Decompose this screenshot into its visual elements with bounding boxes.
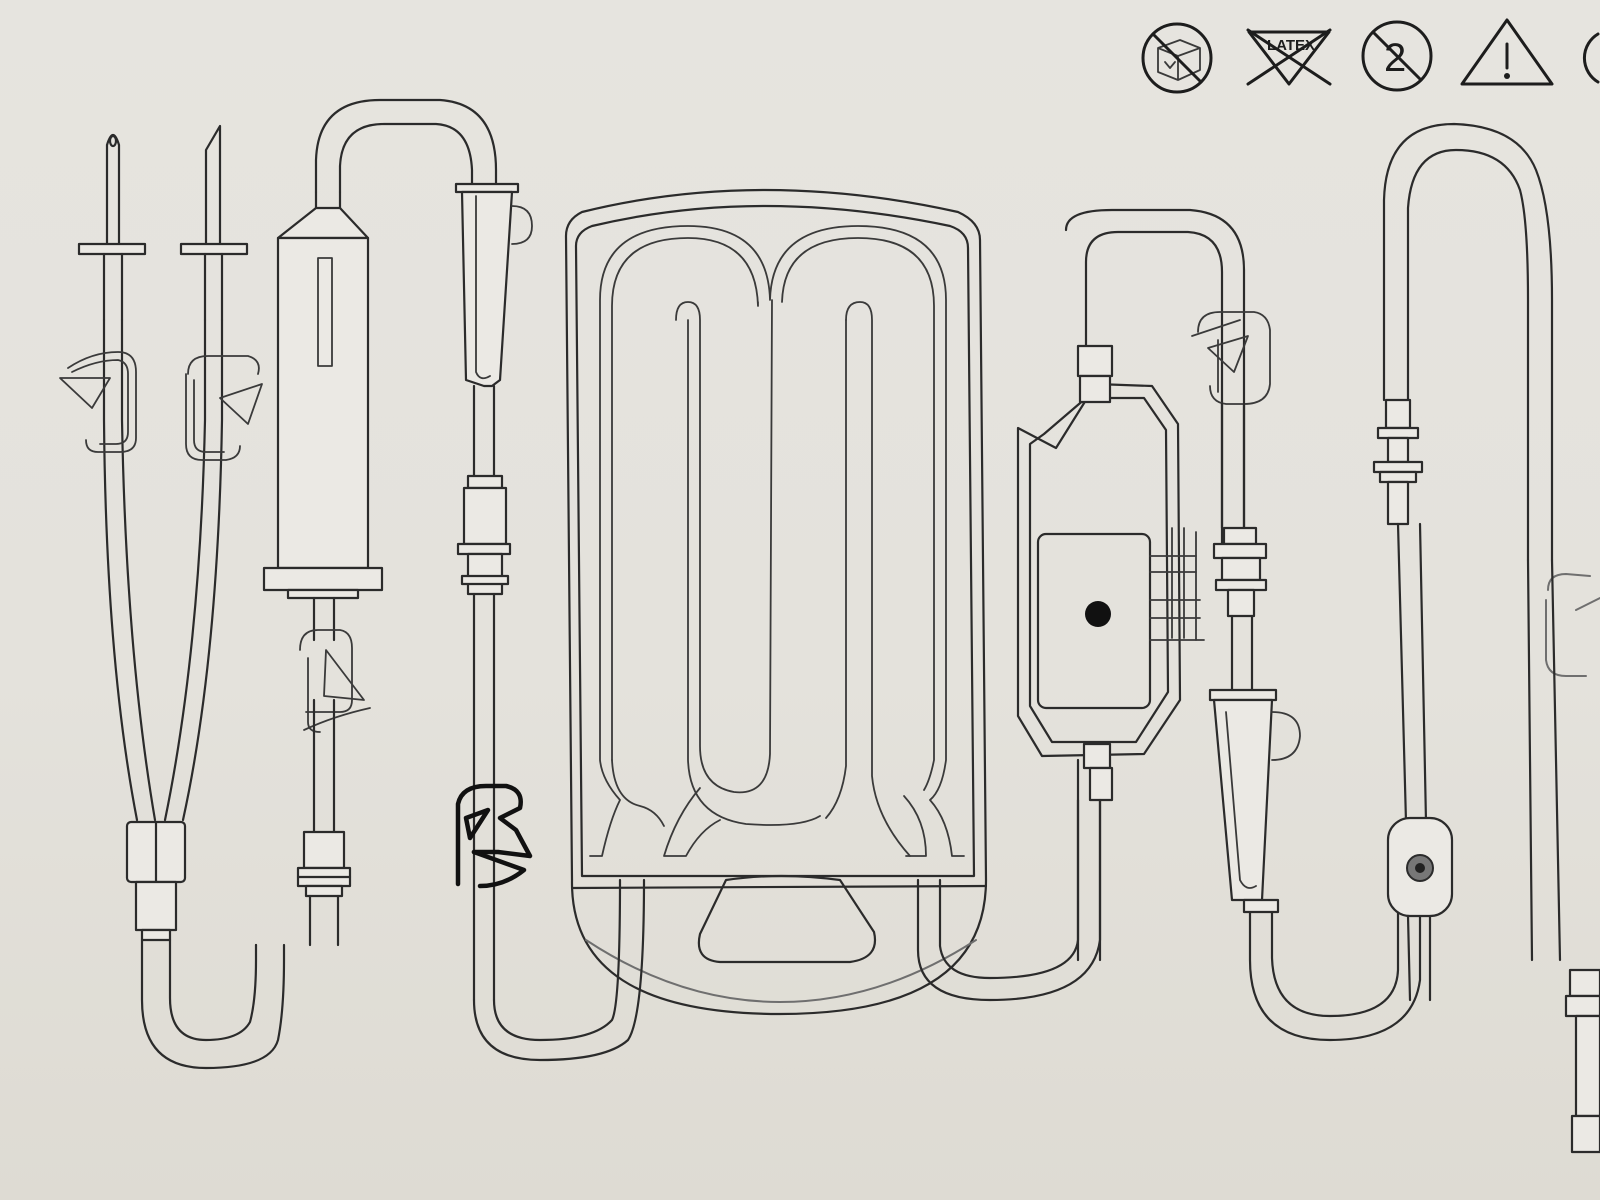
slide-clamp-black bbox=[455, 783, 533, 889]
filter-drip-chamber bbox=[254, 98, 498, 947]
roller-clamp-4 bbox=[1191, 311, 1271, 405]
caution-warning-icon bbox=[1460, 18, 1554, 86]
cut-off-symbol-icon bbox=[1582, 32, 1600, 84]
do-not-use-if-package-damaged-icon bbox=[1141, 22, 1213, 94]
drip-chamber-2 bbox=[454, 182, 533, 1002]
patient-line bbox=[1372, 122, 1600, 1154]
warming-bag bbox=[472, 188, 1102, 1062]
roller-clamp-1 bbox=[59, 351, 137, 453]
tube-loop-3 bbox=[916, 758, 1102, 1002]
do-not-reuse-icon: 2 bbox=[1361, 20, 1433, 92]
tube-loop-2 bbox=[314, 98, 498, 194]
roller-clamp-2 bbox=[185, 355, 263, 461]
cassette-grip bbox=[1149, 527, 1205, 641]
bag-outline bbox=[564, 188, 988, 1016]
spike-2 bbox=[204, 124, 222, 246]
tube-loop-4 bbox=[1382, 122, 1554, 562]
sensor-dot bbox=[1085, 601, 1111, 627]
heat-exchanger-cassette bbox=[1016, 208, 1246, 962]
symbol-row: LATEX 2 bbox=[1141, 18, 1600, 94]
roller-clamp-3 bbox=[299, 629, 371, 733]
latex-free-icon: LATEX bbox=[1246, 28, 1332, 86]
bag-handle-cutout bbox=[697, 874, 877, 964]
spike-1 bbox=[105, 133, 121, 246]
dual-spike-y-set bbox=[59, 124, 286, 1070]
single-use-number: 2 bbox=[1384, 36, 1406, 80]
serpentine-channel bbox=[589, 225, 965, 857]
outlet-line bbox=[1191, 311, 1422, 1042]
tube-loop-1 bbox=[140, 938, 286, 1070]
